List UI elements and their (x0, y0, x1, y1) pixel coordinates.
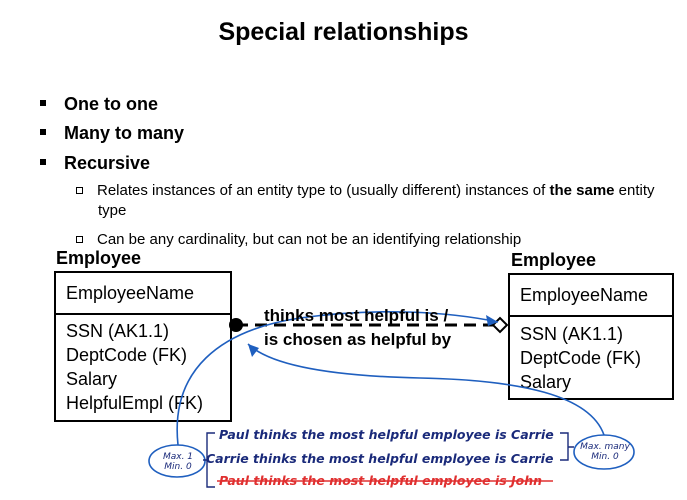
right-cardinality-text: Max. many Min. 0 (577, 442, 633, 462)
hollow-diamond-endpoint-icon (491, 316, 509, 334)
left-entity-label: Employee (56, 248, 142, 268)
max-label: Max. 1 (162, 452, 194, 462)
bullet-marker-icon (40, 129, 46, 136)
bullet-text: Recursive (64, 153, 151, 173)
attribute: Salary (520, 372, 572, 392)
right-entity-key: EmployeeName (510, 275, 672, 317)
hollow-bullet-icon (76, 235, 83, 243)
max-label: Max. many (580, 442, 630, 452)
right-entity-attributes: SSN (AK1.1) DeptCode (FK) Salary (510, 317, 672, 394)
filled-dot-endpoint-icon (229, 318, 243, 332)
left-curve-arrowhead-icon (486, 315, 498, 326)
relationship-label-reverse: is chosen as helpful by (264, 330, 452, 349)
bullet-many-to-many: Many to many (40, 123, 184, 144)
attribute: SSN (AK1.1) (520, 324, 624, 344)
bullet-one-to-one: One to one (40, 94, 158, 115)
right-entity-label: Employee (511, 250, 597, 270)
right-brace (560, 432, 574, 461)
attribute: DeptCode (FK) (66, 345, 188, 365)
right-entity-box: EmployeeName SSN (AK1.1) DeptCode (FK) S… (508, 273, 674, 400)
min-label: Min. 0 (591, 452, 619, 462)
left-brace (203, 432, 215, 488)
bullet-recursive: Recursive (40, 153, 150, 174)
attribute: SSN (AK1.1) (66, 321, 170, 341)
subbullet-text: Relates instances of an entity type to (… (97, 182, 550, 199)
bullet-marker-icon (40, 159, 46, 166)
right-annotation-curve (247, 343, 605, 436)
hollow-bullet-icon (76, 186, 83, 194)
bullet-text: Many to many (64, 123, 185, 143)
attribute: Salary (66, 369, 118, 389)
left-cardinality-text: Max. 1 Min. 0 (160, 452, 196, 472)
left-entity-attributes: SSN (AK1.1) DeptCode (FK) Salary Helpful… (56, 315, 230, 415)
relationship-label-forward: thinks most helpful is / (264, 306, 449, 325)
attribute: HelpfulEmpl (FK) (66, 393, 204, 413)
example-note-1: Paul thinks the most helpful employee is… (219, 427, 554, 442)
subbullet-bold-text: the same (549, 182, 615, 199)
min-label: Min. 0 (164, 462, 192, 472)
bullet-text: One to one (64, 94, 158, 114)
left-cardinality-oval (148, 444, 206, 478)
subbullet-relates: Relates instances of an entity type to (… (76, 181, 673, 221)
page-title: Special relationships (218, 18, 469, 46)
right-curve-arrowhead-icon (248, 344, 259, 357)
subbullet-text-end: entity type (98, 182, 655, 219)
example-note-2: Carrie thinks the most helpful employee … (206, 451, 554, 466)
subbullet-cardinality: Can be any cardinality, but can not be a… (76, 230, 656, 250)
left-entity-key: EmployeeName (56, 273, 230, 315)
bullet-marker-icon (40, 100, 46, 107)
subbullet-text: Can be any cardinality, but can not be a… (97, 231, 522, 248)
left-entity-box: EmployeeName SSN (AK1.1) DeptCode (FK) S… (54, 271, 232, 422)
left-annotation-curve (176, 310, 499, 446)
attribute: DeptCode (FK) (520, 348, 642, 368)
example-note-3-struck: Paul thinks the most helpful employee is… (219, 473, 543, 488)
